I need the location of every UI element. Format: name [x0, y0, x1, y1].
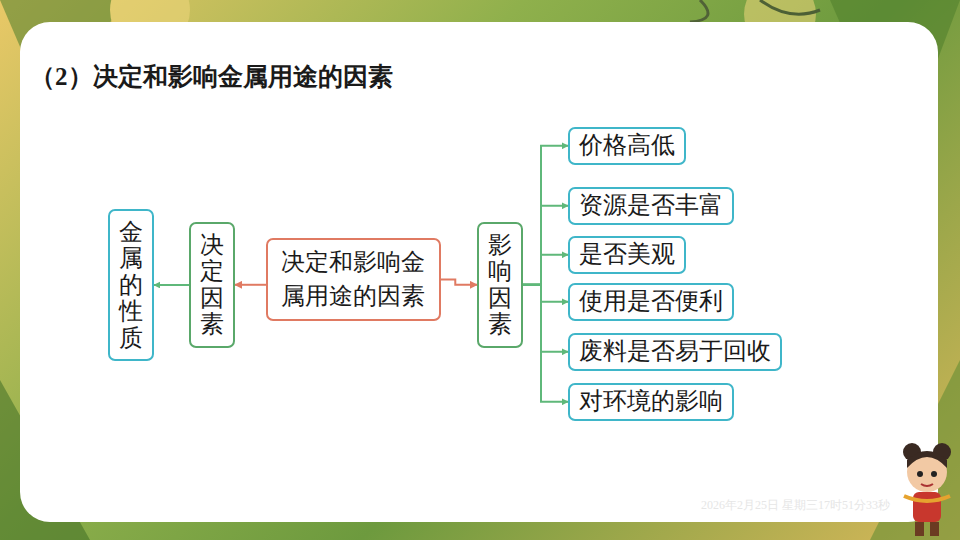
- cartoon-character: [896, 440, 958, 538]
- connector-arrow: [523, 285, 568, 402]
- connector-arrow: [441, 280, 477, 285]
- node-text: 使用是否便利: [579, 285, 723, 319]
- factor-box: 使用是否便利: [568, 283, 734, 321]
- node-text: 资源是否丰富: [579, 189, 723, 223]
- influence-box: 影响因素: [477, 222, 523, 348]
- node-text: 影响因素: [488, 232, 512, 338]
- node-text: 决定和影响金属用途的因素: [279, 246, 428, 313]
- node-text: 金属的性质: [119, 219, 143, 351]
- connector-arrow: [523, 206, 568, 285]
- date-watermark: 2026年2月25日 星期三17时51分33秒: [701, 497, 890, 514]
- connector-arrow: [523, 146, 568, 285]
- factor-box: 废料是否易于回收: [568, 333, 782, 371]
- decide-box: 决定因素: [189, 222, 235, 348]
- connector-arrow: [154, 284, 189, 286]
- node-text: 价格高低: [579, 129, 675, 163]
- connector-arrow: [523, 285, 568, 302]
- factor-box: 对环境的影响: [568, 383, 734, 421]
- connector-arrow: [523, 285, 568, 352]
- center-box: 决定和影响金属用途的因素: [266, 238, 441, 321]
- factor-box: 价格高低: [568, 127, 686, 165]
- connector-arrow: [235, 284, 266, 286]
- node-text: 废料是否易于回收: [579, 335, 771, 369]
- property-box: 金属的性质: [108, 209, 154, 361]
- node-text: 决定因素: [200, 232, 224, 338]
- node-text: 对环境的影响: [579, 385, 723, 419]
- connector-arrow: [523, 255, 568, 285]
- factor-box: 资源是否丰富: [568, 187, 734, 225]
- factor-box: 是否美观: [568, 236, 686, 274]
- slide-title: （2）决定和影响金属用途的因素: [30, 60, 393, 93]
- node-text: 是否美观: [579, 238, 675, 272]
